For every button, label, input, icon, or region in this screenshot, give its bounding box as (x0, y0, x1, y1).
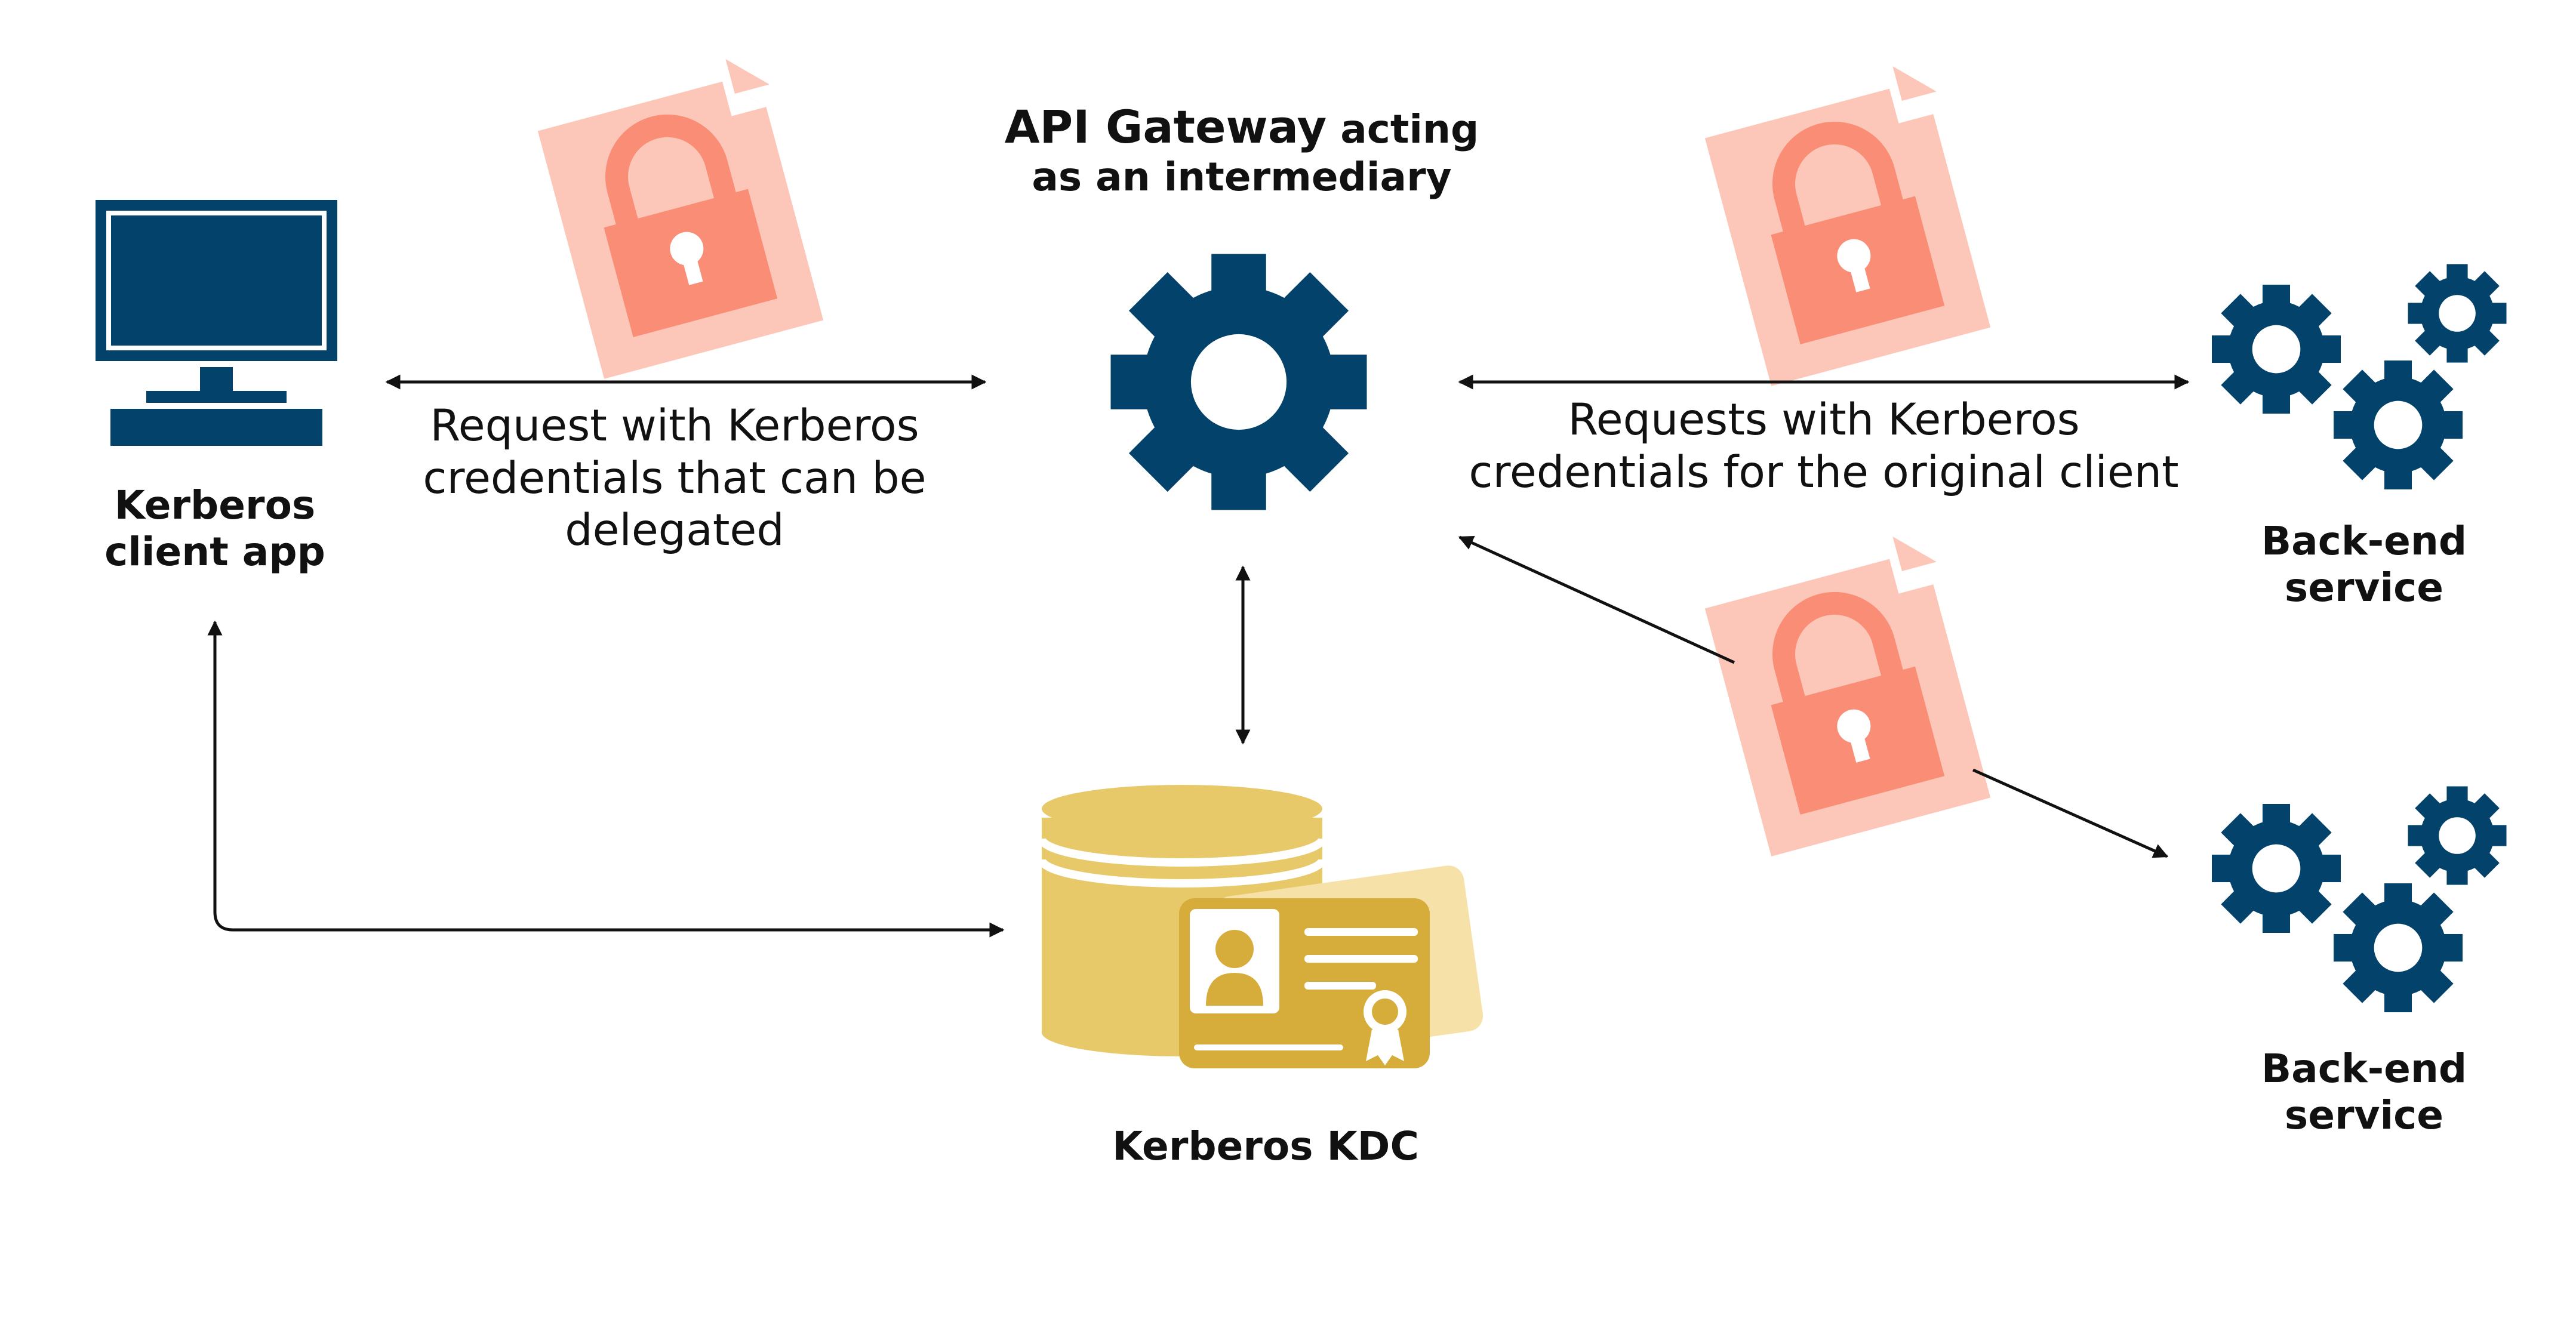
credential-document-icon (533, 50, 832, 378)
gateway-title-line2: as an intermediary (1032, 153, 1452, 200)
backend2-gateway-arrow-lower (1972, 768, 2169, 858)
kdc-label: Kerberos KDC (1112, 1123, 1419, 1169)
connector-arrows (207, 374, 2190, 938)
backend2-gateway-arrow-upper (1458, 535, 1735, 664)
gateway-title-rest: acting (1327, 106, 1479, 152)
database-id-card-icon (1038, 785, 1484, 1068)
request-left-label: Request with Kerberos credentials that c… (423, 400, 927, 556)
gear-icon (1110, 254, 1367, 510)
computer-icon (96, 200, 337, 446)
credential-document-icon (1700, 57, 1999, 386)
gateway-title: API Gateway acting as an intermediary (943, 100, 1540, 201)
request-right-label: Requests with Kerberos credentials for t… (1469, 395, 2179, 498)
backend-service-label: Back-end service (2261, 1046, 2467, 1138)
client-app-label: Kerberos client app (104, 482, 325, 575)
gateway-title-main: API Gateway (1004, 100, 1327, 153)
backend-service-label: Back-end service (2261, 518, 2467, 611)
credential-document-icon (1700, 527, 1999, 856)
gears-icon (2212, 786, 2507, 1012)
client-kdc-arrow (207, 620, 1005, 938)
gears-icon (2212, 264, 2507, 489)
